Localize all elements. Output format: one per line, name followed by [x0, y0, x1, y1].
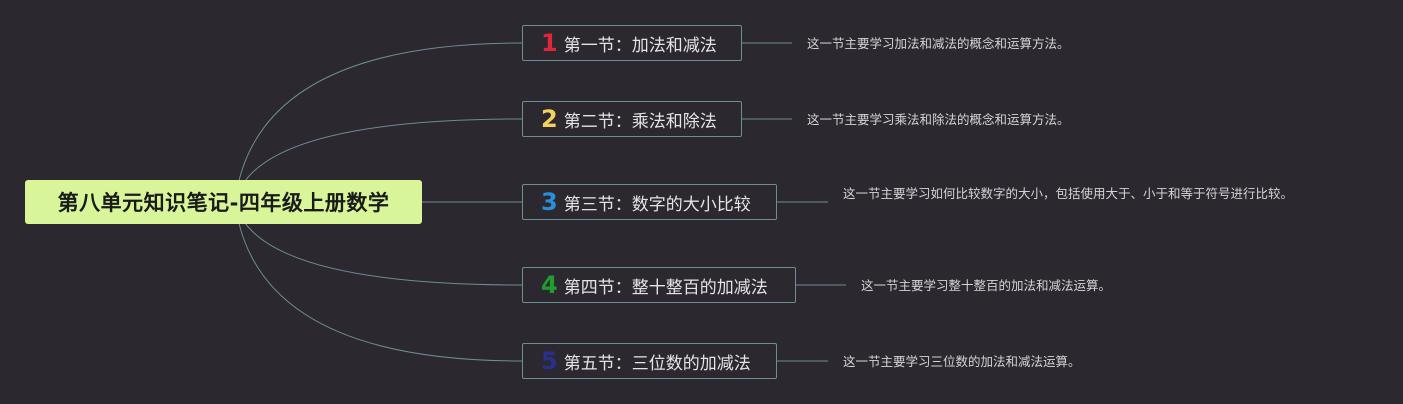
topic-note-3: 这一节主要学习如何比较数字的大小，包括使用大于、小于和等于符号进行比较。 — [843, 186, 1294, 201]
topic-label-2: 第二节：乘法和除法 — [563, 111, 717, 132]
topic-note-5: 这一节主要学习三位数的加法和减法运算。 — [843, 354, 1081, 369]
topic-section-3[interactable]: 3 第三节：数字的大小比较 — [522, 184, 777, 220]
root-title: 第八单元知识笔记-四年级上册数学 — [57, 191, 390, 215]
root-topic[interactable]: 第八单元知识笔记-四年级上册数学 — [25, 180, 422, 224]
number-badge-1: 1 — [541, 29, 558, 57]
topic-label-4: 第四节：整十整百的加减法 — [563, 277, 768, 298]
number-badge-3: 3 — [541, 188, 558, 216]
topic-note-2: 这一节主要学习乘法和除法的概念和运算方法。 — [807, 112, 1070, 127]
topic-label-3: 第三节：数字的大小比较 — [563, 194, 751, 215]
topic-label-1: 第一节：加法和减法 — [563, 35, 717, 56]
branch-connector-5 — [234, 201, 523, 362]
topic-label-5: 第五节：三位数的加减法 — [563, 353, 751, 374]
number-badge-5: 5 — [541, 347, 558, 375]
number-badge-2: 2 — [541, 105, 558, 133]
topic-section-5[interactable]: 5 第五节：三位数的加减法 — [522, 343, 777, 379]
topic-note-1: 这一节主要学习加法和减法的概念和运算方法。 — [807, 36, 1070, 51]
number-badge-4: 4 — [541, 271, 558, 299]
topic-section-4[interactable]: 4 第四节：整十整百的加减法 — [522, 267, 796, 303]
topic-note-4: 这一节主要学习整十整百的加法和减法运算。 — [861, 278, 1112, 293]
topic-section-1[interactable]: 1 第一节：加法和减法 — [522, 25, 742, 61]
branch-connector-1 — [234, 42, 523, 203]
topic-section-2[interactable]: 2 第二节：乘法和除法 — [522, 101, 742, 137]
